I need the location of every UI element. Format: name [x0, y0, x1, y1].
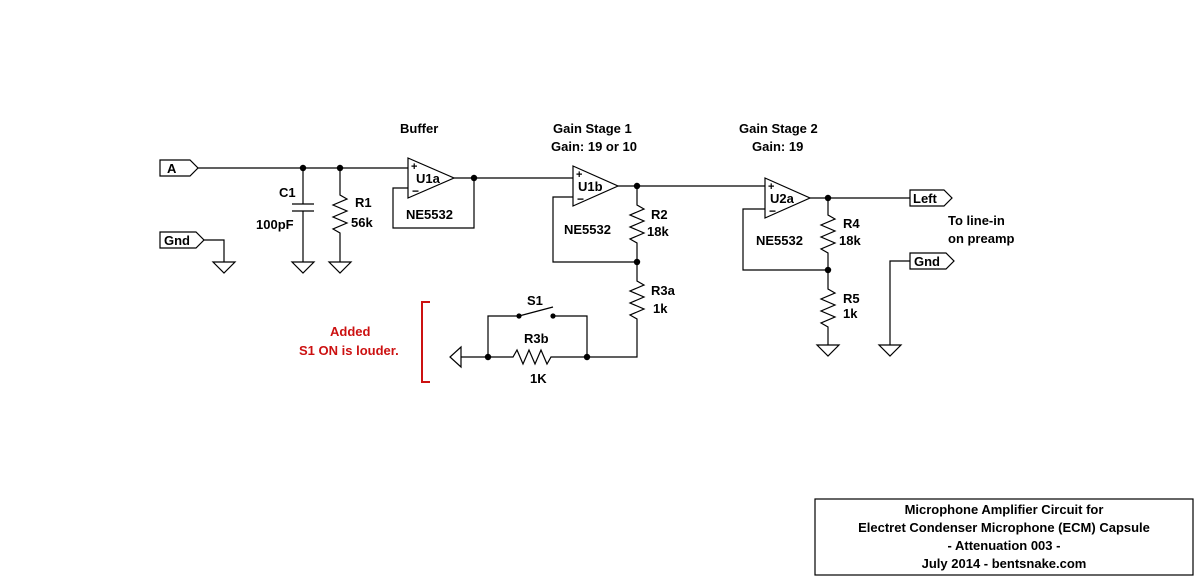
u2a-feedback	[742, 208, 828, 271]
gain-stage-1-title: Gain Stage 1	[553, 121, 632, 136]
r3b-label: R3b	[524, 331, 549, 346]
resistor-r5: R5 1k	[815, 270, 860, 357]
gnd-port-right-label: Gnd	[914, 254, 940, 269]
title-line-2: Electret Condenser Microphone (ECM) Caps…	[858, 520, 1150, 535]
r3a-label: R3a	[651, 283, 676, 298]
title-line-1: Microphone Amplifier Circuit for	[905, 502, 1104, 517]
r5-value: 1k	[843, 306, 858, 321]
opamp-u2a: + − U2a NE5532	[756, 177, 812, 248]
gnd-port-left: Gnd	[159, 231, 205, 249]
r2-label: R2	[651, 207, 668, 222]
gain-stage-2-value: Gain: 19	[752, 139, 803, 154]
u1a-feedback	[392, 178, 475, 229]
added-annotation: Added S1 ON is louder.	[299, 301, 430, 383]
r4-value: 18k	[839, 233, 861, 248]
input-port-label: A	[167, 161, 177, 176]
output-port-left: Left	[909, 189, 953, 207]
added-note-line2: S1 ON is louder.	[299, 343, 399, 358]
resistor-r3b: R3b 1K	[488, 331, 587, 386]
resistor-r1: R1 56k	[327, 168, 373, 274]
r2-value: 18k	[647, 224, 669, 239]
gain-stage-1-value: Gain: 19 or 10	[551, 139, 637, 154]
output-note-line1: To line-in	[948, 213, 1005, 228]
output-note-line2: on preamp	[948, 231, 1015, 246]
title-line-3: - Attenuation 003 -	[948, 538, 1061, 553]
svg-text:−: −	[577, 192, 584, 206]
u2a-label: U2a	[770, 191, 795, 206]
r1-label: R1	[355, 195, 372, 210]
svg-text:+: +	[411, 161, 417, 173]
resistor-r3a: R3a 1k	[587, 262, 676, 358]
resistor-r4: R4 18k	[819, 198, 861, 270]
svg-text:+: +	[576, 169, 582, 181]
svg-text:−: −	[769, 204, 776, 218]
r3b-value: 1K	[530, 371, 547, 386]
r1-value: 56k	[351, 215, 373, 230]
switch-s1: S1	[487, 293, 588, 357]
capacitor-c1: C1 100pF	[256, 168, 316, 274]
title-line-4: July 2014 - bentsnake.com	[922, 556, 1087, 571]
u1b-label: U1b	[578, 179, 603, 194]
u1b-part: NE5532	[564, 222, 611, 237]
r4-label: R4	[843, 216, 860, 231]
resistor-r2: R2 18k	[628, 186, 669, 262]
c1-value: 100pF	[256, 217, 294, 232]
u1a-label: U1a	[416, 171, 441, 186]
added-note-line1: Added	[330, 324, 371, 339]
s1-label: S1	[527, 293, 543, 308]
opamp-u1b: + − U1b NE5532	[564, 165, 620, 237]
opamp-u1a: + − U1a NE5532	[406, 157, 456, 222]
r5-label: R5	[843, 291, 860, 306]
c1-label: C1	[279, 185, 296, 200]
u1b-feedback	[552, 196, 637, 263]
gain-stage-2-title: Gain Stage 2	[739, 121, 818, 136]
u1a-part: NE5532	[406, 207, 453, 222]
u2a-part: NE5532	[756, 233, 803, 248]
svg-text:−: −	[412, 184, 419, 198]
ground-symbol-right	[877, 344, 903, 357]
gnd-port-right: Gnd	[909, 252, 955, 270]
gnd-port-left-label: Gnd	[164, 233, 190, 248]
input-port-a: A	[159, 159, 199, 177]
ground-symbol-left	[211, 261, 237, 274]
title-block: Microphone Amplifier Circuit for Electre…	[814, 498, 1194, 576]
r3a-value: 1k	[653, 301, 668, 316]
svg-text:+: +	[768, 181, 774, 193]
output-port-label: Left	[913, 191, 938, 206]
ground-symbol-s1	[449, 345, 462, 369]
buffer-stage-label: Buffer	[400, 121, 438, 136]
